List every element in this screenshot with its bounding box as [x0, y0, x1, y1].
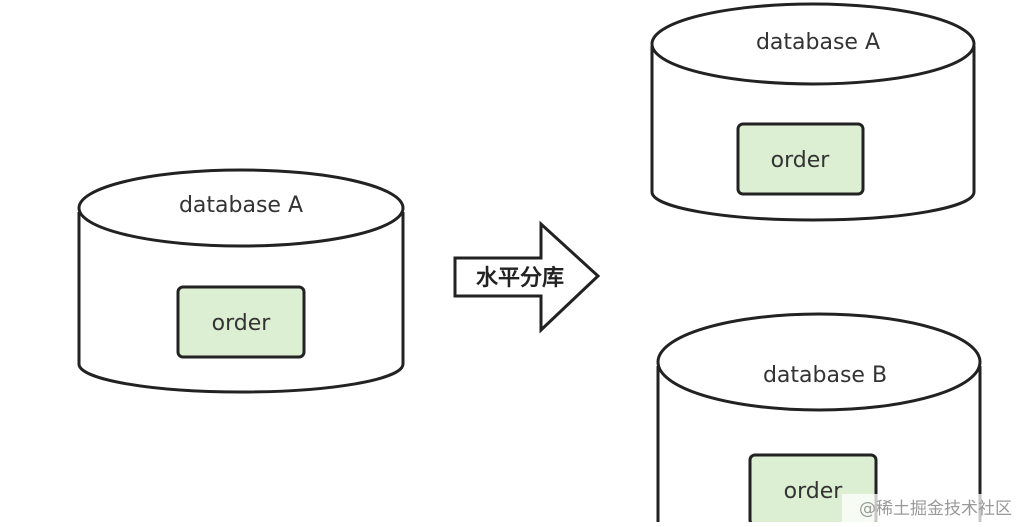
target-database-b-label: database B: [763, 363, 887, 388]
target-a-order-table: [736, 122, 865, 196]
source-order-table: [176, 285, 306, 359]
source-database-top: [77, 168, 405, 248]
target-database-a: database A order: [650, 2, 976, 222]
target-database-a-label: database A: [756, 30, 880, 55]
source-database-label: database A: [179, 193, 303, 218]
target-database-b-top: [656, 312, 982, 412]
shard-arrow: 水平分库: [453, 220, 601, 334]
watermark: @稀土掘金技术社区: [842, 494, 1018, 522]
target-a-order-label: order: [771, 148, 831, 173]
watermark-text: @稀土掘金技术社区: [859, 499, 1012, 519]
shard-arrow-shape: [453, 220, 601, 334]
shard-arrow-label: 水平分库: [476, 266, 564, 291]
target-database-b: database B order: [656, 312, 982, 527]
target-b-order-label: order: [784, 479, 844, 504]
source-order-label: order: [212, 311, 272, 336]
target-database-a-top: [650, 2, 976, 86]
source-database: database A order: [77, 168, 405, 394]
